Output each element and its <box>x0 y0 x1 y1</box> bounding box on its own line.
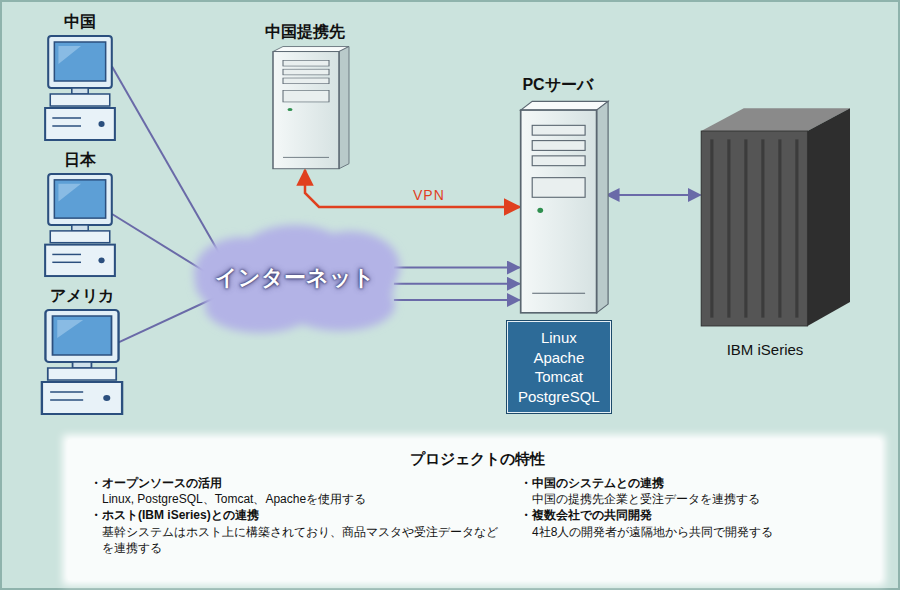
network-link <box>394 267 520 269</box>
pc-server: PCサーバ <box>500 75 615 315</box>
network-link <box>394 283 520 285</box>
node-label: 中国 <box>40 12 120 33</box>
item-body: 4社8人の開発者が遠隔地から共同で開発する <box>520 524 864 540</box>
client-computer: アメリカ <box>36 286 128 416</box>
feature-panel: プロジェクトの特性・オープンソースの活用Linux, PostgreSQL、To… <box>68 440 880 580</box>
node-label: 中国提携先 <box>255 22 355 43</box>
node-label: PCサーバ <box>500 75 615 96</box>
item-body: 中国の提携先企業と受注データを連携する <box>520 491 864 507</box>
network-link <box>607 194 700 196</box>
network-link <box>394 299 520 301</box>
network-link <box>112 67 226 265</box>
item-heading: ・オープンソースの活用 <box>90 475 500 491</box>
mainframe-icon <box>680 100 850 328</box>
cloud-label: インターネット <box>215 263 375 293</box>
node-label: アメリカ <box>36 286 128 307</box>
computer-icon <box>40 34 120 142</box>
computer-icon <box>36 308 128 416</box>
client-computer: 中国 <box>40 12 120 142</box>
partner-server: 中国提携先 <box>255 22 355 170</box>
edge-label: VPN <box>410 187 448 203</box>
item-heading: ・ホスト(IBM iSeries)との連携 <box>90 507 500 523</box>
vpn-arrow <box>305 170 520 207</box>
internet-cloud: インターネット <box>180 215 410 340</box>
software-list: Linux Apache Tomcat PostgreSQL <box>518 328 600 406</box>
item-body: Linux, PostgreSQL、Tomcat、Apacheを使用する <box>90 491 500 507</box>
computer-icon <box>40 172 120 278</box>
panel-title: プロジェクトの特性 <box>90 450 864 469</box>
server-icon <box>255 44 355 170</box>
node-label: 日本 <box>40 150 120 171</box>
item-body: 基幹システムはホスト上に構築されており、商品マスタや受注データなどを連携する <box>90 524 500 556</box>
server-icon <box>500 97 615 315</box>
software-stack-box: Linux Apache Tomcat PostgreSQL <box>507 321 611 413</box>
mainframe: IBM iSeries <box>680 100 850 358</box>
client-computer: 日本 <box>40 150 120 278</box>
node-label: IBM iSeries <box>680 341 850 358</box>
item-heading: ・複数会社での共同開発 <box>520 507 864 523</box>
item-heading: ・中国のシステムとの連携 <box>520 475 864 491</box>
